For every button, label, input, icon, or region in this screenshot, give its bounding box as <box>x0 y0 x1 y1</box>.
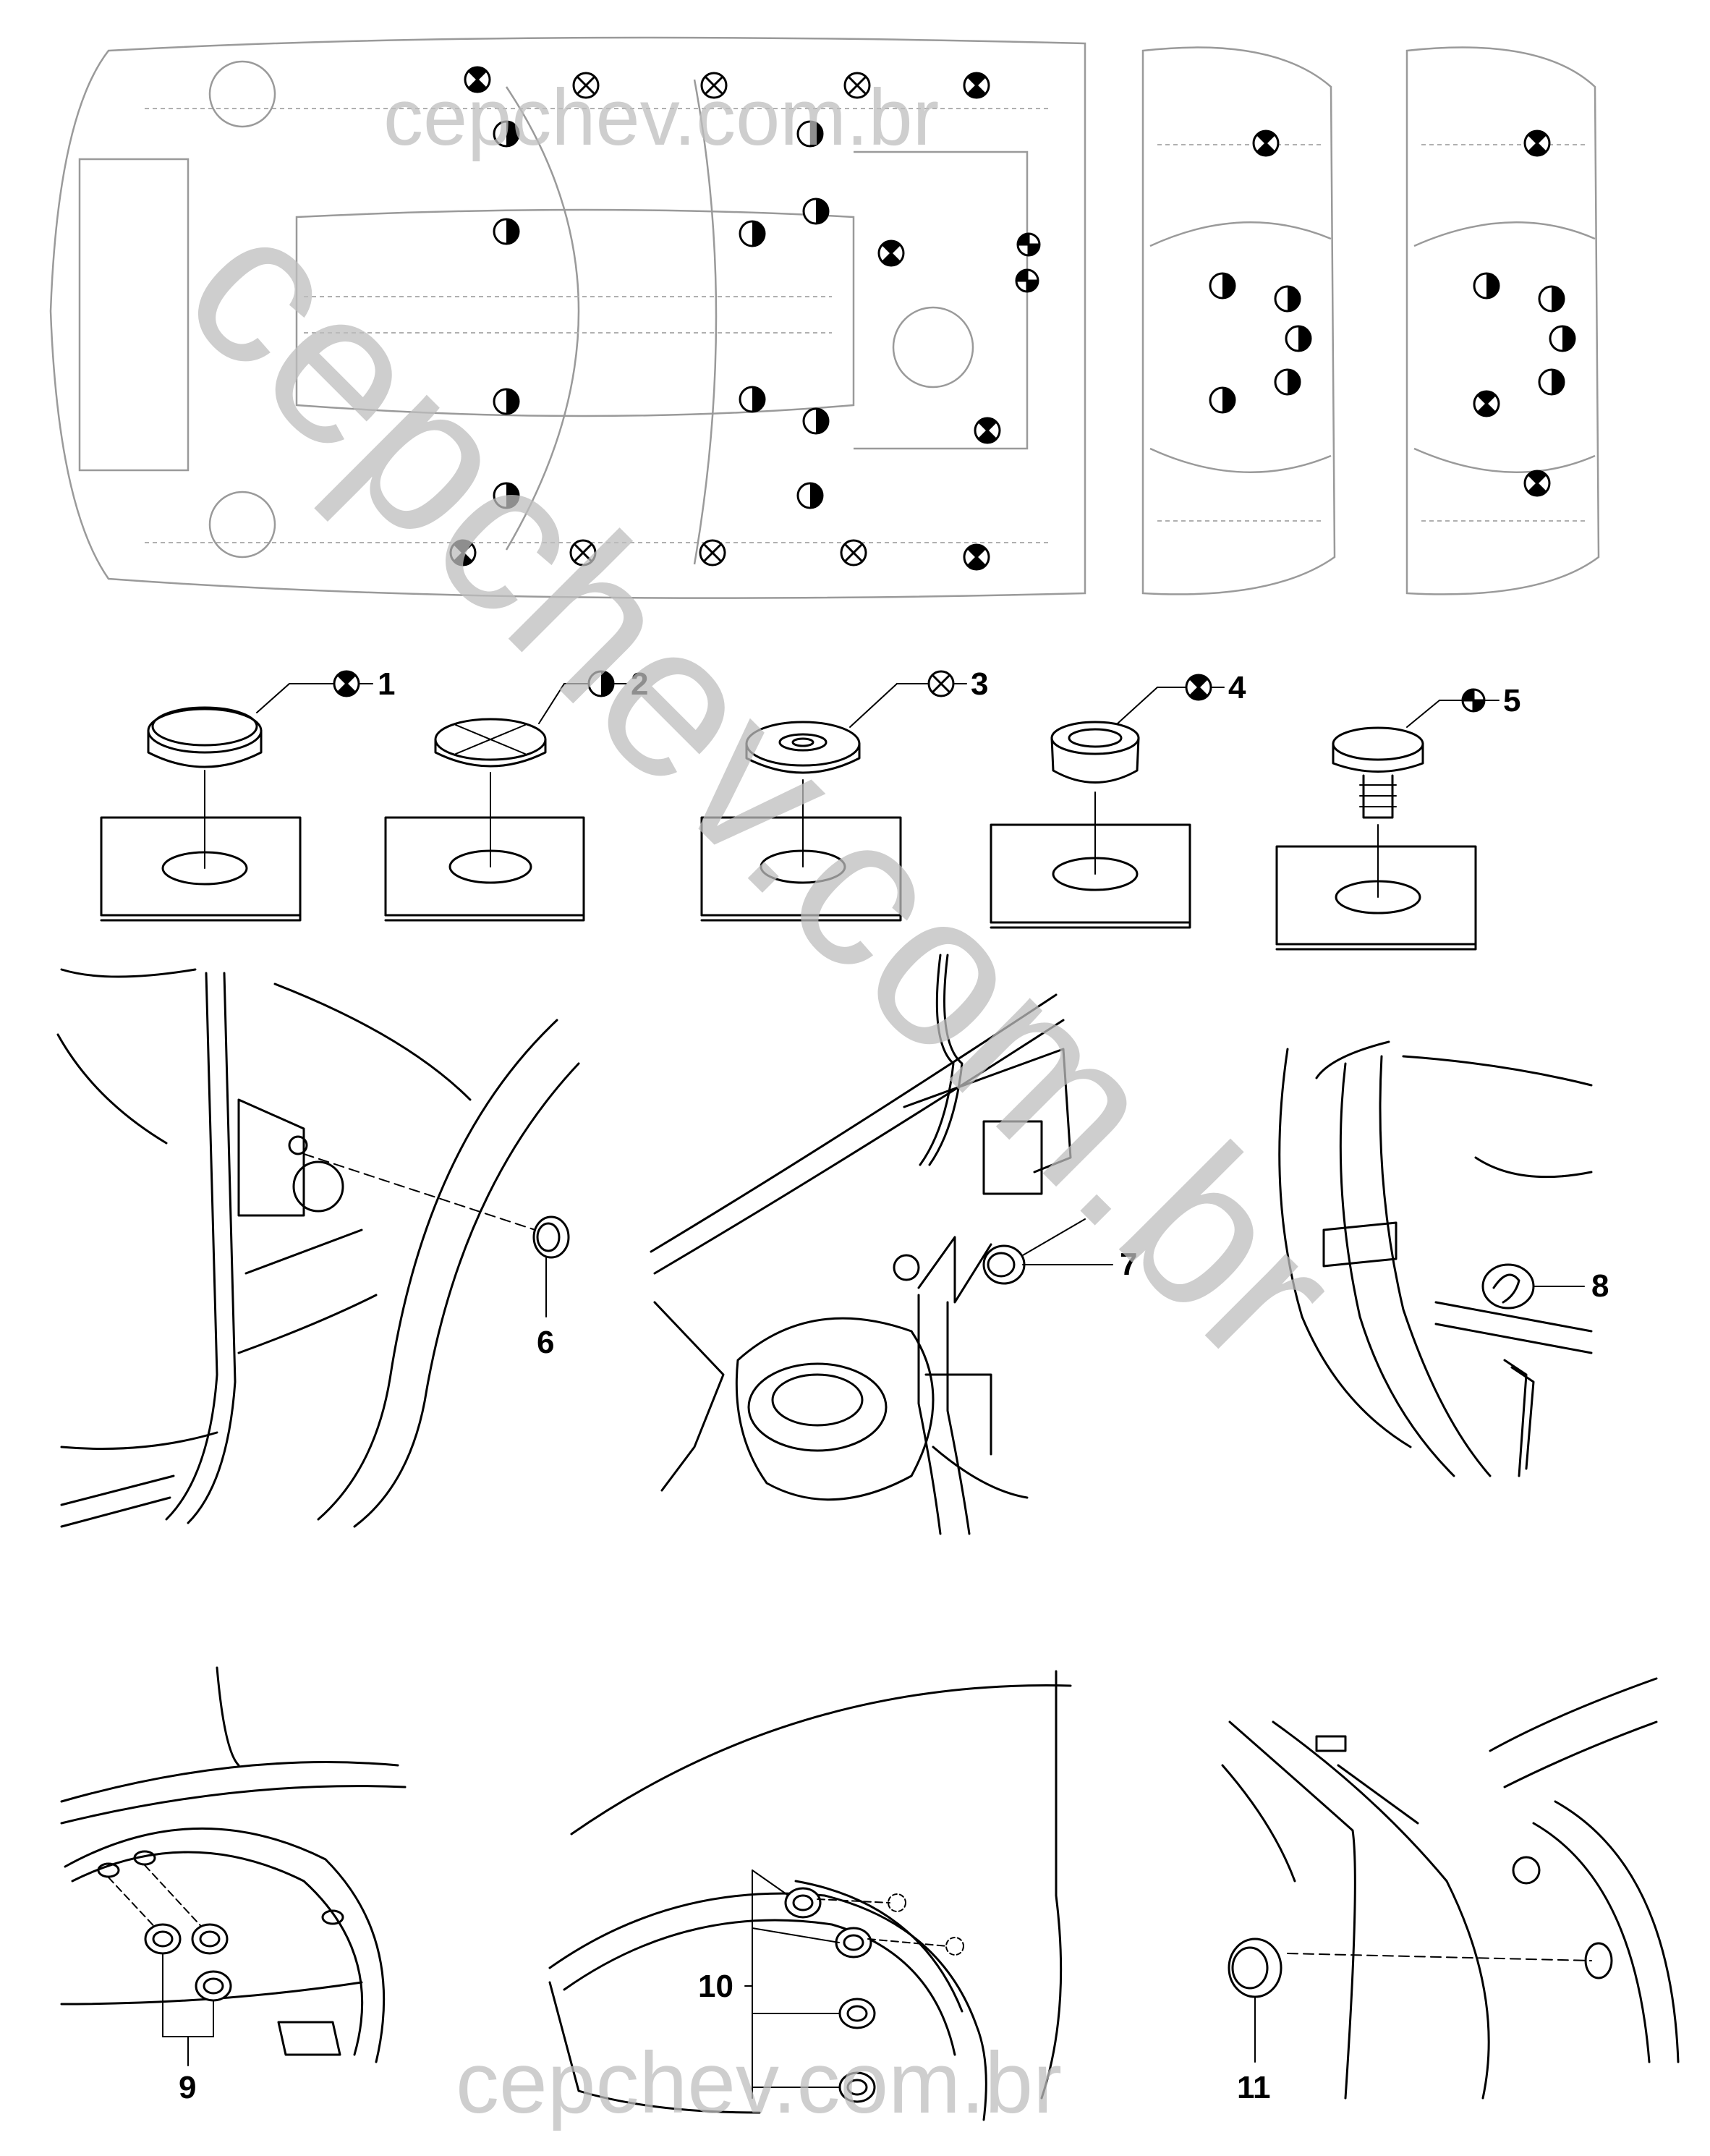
detail-9-wheel-arch: 9 <box>60 1666 407 2105</box>
plug-marker-type-4 <box>1473 390 1500 417</box>
plug-marker-type-2 <box>1473 272 1500 300</box>
watermark-diagonal: cepchev.com.br <box>140 165 1384 1409</box>
plug-marker-type-5 <box>1016 232 1041 257</box>
plug-type-2-detail: 2 <box>384 666 648 922</box>
plug-marker-type-4 <box>1523 130 1551 157</box>
plug-type-4-detail: 4 <box>990 670 1246 929</box>
plug-marker-type-4 <box>963 543 990 571</box>
plug-marker-type-4 <box>1523 470 1551 497</box>
plug-marker-type-4 <box>1252 130 1280 157</box>
underbody-rear-view-b <box>1405 46 1600 595</box>
underbody-main-view <box>49 36 1086 599</box>
plug-marker-type-2 <box>1209 272 1236 300</box>
plug-marker-type-2 <box>739 386 766 413</box>
plug-marker-type-2 <box>493 218 520 245</box>
legend-number-4: 4 <box>1228 670 1246 705</box>
plug-marker-type-2 <box>1538 368 1565 396</box>
plug-marker-type-2 <box>1274 285 1301 313</box>
plug-marker-type-2 <box>1549 325 1576 352</box>
plug-marker-type-4 <box>963 72 990 99</box>
plug-marker-type-2 <box>1274 368 1301 396</box>
plug-marker-type-3 <box>840 539 867 566</box>
legend-number-5: 5 <box>1503 683 1520 718</box>
callout-8: 8 <box>1591 1268 1609 1304</box>
legend-symbol-4-icon <box>1185 674 1212 701</box>
plug-marker-type-2 <box>802 198 830 225</box>
plug-marker-type-4 <box>974 417 1001 444</box>
plug-marker-type-2 <box>1538 285 1565 313</box>
plug-type-3-detail: 3 <box>700 666 988 922</box>
plug-marker-type-2 <box>1285 325 1312 352</box>
legend-number-1: 1 <box>378 666 395 702</box>
watermark-bottom: cepchev.com.br <box>456 2034 1062 2131</box>
detail-7-strut-tower: 7 <box>650 954 1137 1535</box>
legend-symbol-3-icon <box>927 670 955 697</box>
watermark-top: cepchev.com.br <box>383 73 939 162</box>
plug-marker-type-2 <box>1209 386 1236 414</box>
underbody-rear-view-a <box>1141 46 1336 595</box>
legend-symbol-5-icon <box>1461 688 1486 713</box>
callout-7: 7 <box>1120 1247 1137 1282</box>
plug-type-5-detail: 5 <box>1275 683 1520 951</box>
callout-10: 10 <box>698 1969 733 2004</box>
plug-marker-type-2 <box>802 407 830 435</box>
grommet-9a <box>144 1923 182 1955</box>
legend-number-2: 2 <box>631 666 648 702</box>
detail-11-rear-quarter: 11 <box>1221 1677 1680 2105</box>
callout-6: 6 <box>537 1325 554 1360</box>
plug-marker-type-2 <box>739 220 766 247</box>
grommet-9b <box>191 1923 229 1955</box>
callout-9: 9 <box>179 2070 196 2105</box>
plug-marker-type-2 <box>796 482 824 509</box>
detail-8-rear-wheelhouse: 8 <box>1278 1040 1609 1477</box>
grommet-10a <box>784 1887 822 1919</box>
plug-marker-type-5 <box>1015 268 1039 293</box>
legend-number-3: 3 <box>971 666 988 702</box>
grommet-10c <box>838 1998 876 2029</box>
plug-marker-type-4 <box>877 239 905 267</box>
detail-10-fender-liner: 10 <box>548 1670 1072 2121</box>
plug-type-1-detail: 1 <box>100 666 395 922</box>
detail-6-door-frame: 6 <box>56 968 580 1528</box>
legend-symbol-1-icon <box>333 670 360 697</box>
grommet-9c <box>195 1970 232 2002</box>
grommet-10b <box>835 1927 872 1958</box>
callout-11: 11 <box>1237 2070 1271 2105</box>
